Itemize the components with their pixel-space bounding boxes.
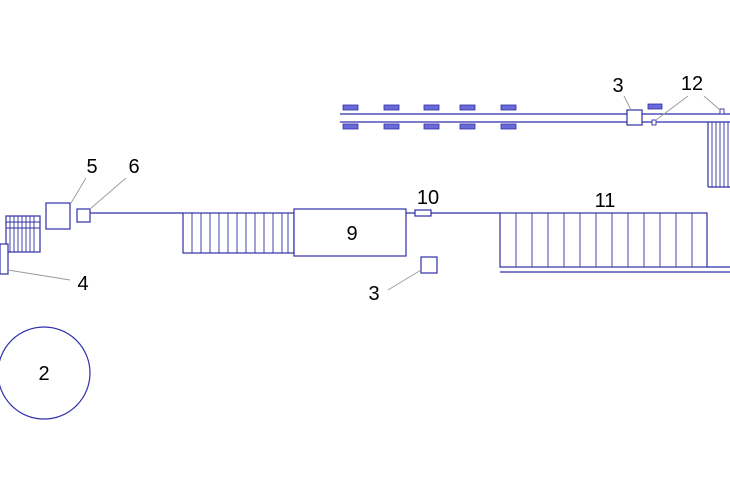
unit-3-top: [626, 109, 643, 126]
carrier-top-3: [423, 104, 440, 111]
unit-5: [45, 202, 71, 230]
carrier-bottom-3: [423, 123, 440, 130]
label-3-bottom: 3: [368, 283, 379, 305]
carrier-top-5: [500, 104, 517, 111]
leader-12-a: [655, 95, 689, 121]
label-6: 6: [128, 156, 139, 178]
leader-4: [7, 269, 71, 281]
carrier-bottom-4: [459, 123, 476, 130]
carrier-top-2: [383, 104, 400, 111]
carrier-bottom-1: [342, 123, 359, 130]
unit-9: [293, 208, 407, 257]
sensor-12-b: [719, 108, 725, 115]
unit-6: [76, 208, 91, 223]
carrier-top-1: [342, 104, 359, 111]
label-3-top: 3: [612, 75, 623, 97]
carrier-bottom-5: [500, 123, 517, 130]
leader-12-b: [703, 95, 721, 111]
label-12: 12: [681, 73, 703, 95]
carrier-bottom-2: [383, 123, 400, 130]
carrier-top-6: [647, 103, 663, 110]
leader-5: [70, 177, 87, 204]
unit-3-bottom: [420, 256, 438, 274]
tank-2: [0, 326, 91, 420]
labels: 2 3 3 4 5 6 9 10 11 12: [38, 73, 703, 385]
conveyor-segment: [182, 212, 295, 254]
unit-10: [414, 209, 432, 217]
top-conveyor: [340, 103, 730, 188]
leader-3-top: [623, 95, 632, 111]
feeder-stack-4: [0, 215, 41, 275]
leader-3-bottom: [387, 269, 422, 291]
label-4: 4: [77, 273, 88, 295]
label-2: 2: [38, 363, 49, 385]
leader-lines: [7, 95, 721, 291]
label-11: 11: [595, 190, 616, 212]
carrier-top-4: [459, 104, 476, 111]
leader-6: [89, 177, 127, 210]
label-5: 5: [86, 156, 97, 178]
right-rack: [707, 122, 730, 188]
label-9: 9: [346, 223, 357, 245]
main-line: [0, 202, 730, 275]
sensor-12-a: [651, 119, 657, 126]
label-10: 10: [417, 187, 439, 209]
unit-11: [499, 212, 730, 273]
